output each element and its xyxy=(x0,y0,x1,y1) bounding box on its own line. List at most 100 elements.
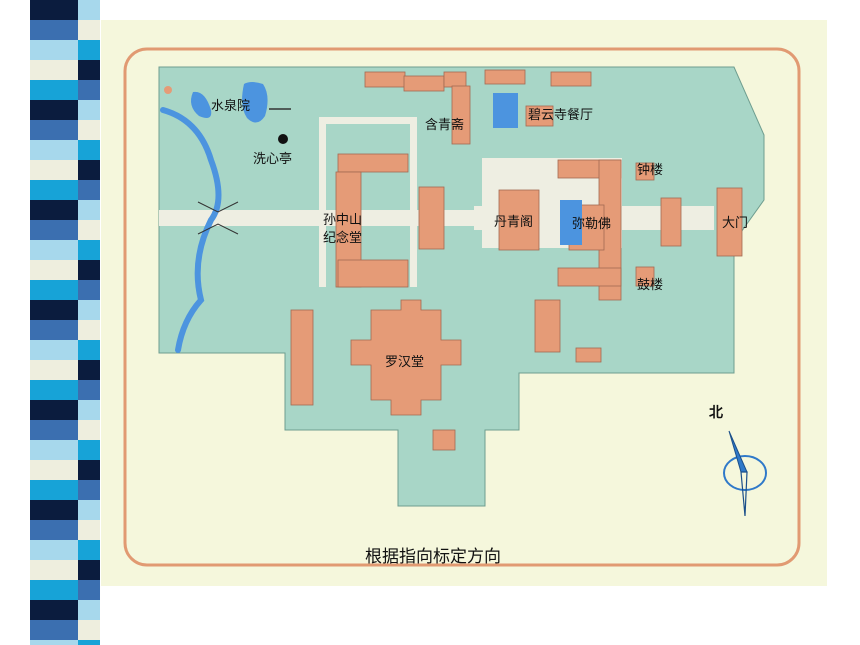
stripe-segment xyxy=(78,20,100,40)
stripe-segment xyxy=(78,180,100,200)
building xyxy=(290,309,314,406)
stripe-segment xyxy=(30,280,78,300)
building xyxy=(557,267,622,287)
bridge-marker xyxy=(197,201,239,235)
map-drawing xyxy=(123,47,801,567)
path-segment xyxy=(410,117,417,287)
label-danqingge: 丹青阁 xyxy=(494,215,534,230)
stripe-segment xyxy=(78,280,100,300)
stripe-segment xyxy=(78,160,100,180)
stripe-segment xyxy=(78,500,100,520)
stripe-segment xyxy=(78,400,100,420)
stripe-segment xyxy=(78,200,100,220)
stripe-segment xyxy=(78,320,100,340)
building xyxy=(550,71,592,87)
stripe-segment xyxy=(30,440,78,460)
stripe-segment xyxy=(30,60,78,80)
buildings xyxy=(290,69,743,451)
building xyxy=(337,259,409,288)
building xyxy=(660,197,682,247)
stripe-segment xyxy=(30,180,78,200)
label-gulou: 鼓楼 xyxy=(637,278,664,293)
stripe-segment xyxy=(30,100,78,120)
label-hanqingzhai: 含青斋 xyxy=(425,118,465,133)
compass-north-label: 北 xyxy=(709,405,723,421)
stripe-segment xyxy=(30,220,78,240)
building xyxy=(337,153,409,173)
stripe-segment xyxy=(30,400,78,420)
stripe-segment xyxy=(78,640,100,645)
stripe-segment xyxy=(78,480,100,500)
stripe-segment xyxy=(78,580,100,600)
stripe-segment xyxy=(78,620,100,640)
pond xyxy=(191,91,212,118)
stripe-segment xyxy=(30,520,78,540)
stripe-segment xyxy=(30,480,78,500)
building xyxy=(525,105,554,127)
north-arrow-icon xyxy=(723,430,767,517)
building xyxy=(635,162,655,181)
stripe-segment xyxy=(30,300,78,320)
stripe-segment xyxy=(78,220,100,240)
pond xyxy=(560,200,582,245)
map-frame xyxy=(123,47,801,567)
stripe-segment xyxy=(78,140,100,160)
label-jiniantang: 纪念堂 xyxy=(323,231,363,246)
building xyxy=(484,69,526,85)
building xyxy=(432,429,456,451)
stream xyxy=(160,107,222,353)
stripe-segment xyxy=(30,600,78,620)
stripe-segment xyxy=(30,340,78,360)
building-luohantang xyxy=(350,299,462,416)
stripe-segment xyxy=(78,560,100,580)
path-segment xyxy=(319,117,417,124)
building xyxy=(364,71,406,88)
stripe-segment xyxy=(78,60,100,80)
stripe-segment xyxy=(78,40,100,60)
building xyxy=(443,71,467,88)
label-mile: 弥勒佛 xyxy=(572,217,612,232)
stripe-segment xyxy=(30,420,78,440)
label-damen: 大门 xyxy=(722,216,749,231)
stripe-segment xyxy=(30,240,78,260)
building xyxy=(716,187,743,257)
stripe-segment xyxy=(78,300,100,320)
building xyxy=(635,266,655,287)
label-sunzhongshan: 孙中山 xyxy=(323,213,363,228)
stripe-segment xyxy=(78,260,100,280)
building xyxy=(418,186,445,250)
stripe-segment xyxy=(78,540,100,560)
stripe-segment xyxy=(30,20,78,40)
label-biyunsi-canting: 碧云寺餐厅 xyxy=(528,108,594,123)
building xyxy=(403,75,445,92)
building xyxy=(534,299,561,353)
stripe-segment xyxy=(30,320,78,340)
stripe-segment xyxy=(78,420,100,440)
stripe-segment xyxy=(78,460,100,480)
stripe-segment xyxy=(30,120,78,140)
stripe-segment xyxy=(78,100,100,120)
stripe-segment xyxy=(30,40,78,60)
stripe-segment xyxy=(78,0,100,20)
stripe-segment xyxy=(78,600,100,620)
stripe-segment xyxy=(30,0,78,20)
stripe-segment xyxy=(30,620,78,640)
stripe-segment xyxy=(30,540,78,560)
stripe-segment xyxy=(30,160,78,180)
path-segment xyxy=(319,117,326,287)
stripe-segment xyxy=(78,440,100,460)
stripe-segment xyxy=(30,360,78,380)
stripe-segment xyxy=(30,640,78,645)
building xyxy=(498,189,540,251)
stripe-segment xyxy=(30,200,78,220)
stripe-segment xyxy=(78,380,100,400)
pond xyxy=(242,82,268,123)
stripe-segment xyxy=(30,560,78,580)
map-caption: 根据指向标定方向 xyxy=(365,547,501,567)
label-shuiquanyuan: 水泉院 xyxy=(211,99,251,114)
stripe-segment xyxy=(30,500,78,520)
main-path xyxy=(159,210,474,226)
stripe-segment xyxy=(78,360,100,380)
pond xyxy=(493,93,518,128)
stripe-segment xyxy=(78,120,100,140)
